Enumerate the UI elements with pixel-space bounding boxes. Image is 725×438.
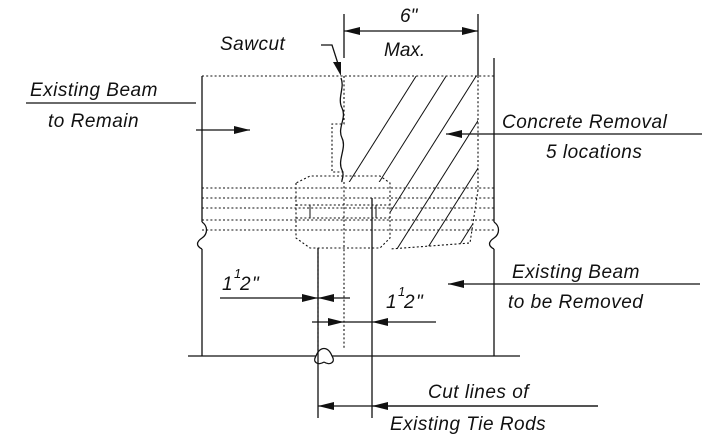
dim-6-value: 6" — [400, 6, 419, 27]
concrete-removal-hatch — [344, 76, 478, 249]
cut-arrow-right — [372, 402, 388, 410]
dim-6-max: Max. — [384, 40, 425, 61]
sawcut-notch — [331, 76, 345, 173]
sawcut-arrow — [333, 62, 341, 76]
removal-arrow — [446, 130, 462, 138]
right-break-symbol — [488, 221, 500, 250]
removal-label-line2: 5 locations — [546, 142, 642, 163]
tie-rod-nut — [295, 175, 391, 249]
dim-right-arrow-2 — [372, 318, 388, 326]
remain-label-line2: to Remain — [48, 111, 139, 132]
dim-left-numerator: 1 — [234, 266, 241, 281]
dim-left-inch: " — [252, 274, 260, 295]
dim-6-arrow-left — [344, 27, 360, 35]
dim-left-arrow-2 — [318, 294, 334, 302]
cut-label-line1: Cut lines of — [428, 382, 530, 403]
removed-label-line1: Existing Beam — [512, 262, 640, 283]
cut-arrow-left — [318, 402, 334, 410]
sawcut-label: Sawcut — [220, 34, 286, 55]
sawcut-line — [339, 77, 345, 183]
removal-label-line1: Concrete Removal — [502, 112, 668, 133]
bottom-break-3 — [323, 355, 334, 365]
dim-left-arrow-1 — [302, 294, 318, 302]
dim-left-whole: 1 — [222, 274, 233, 295]
bottom-break-1 — [315, 347, 333, 357]
remain-arrow — [234, 126, 250, 134]
left-break-symbol — [196, 221, 208, 250]
removed-arrow — [448, 280, 464, 288]
cut-label-line2: Existing Tie Rods — [390, 414, 546, 435]
bottom-break-2 — [314, 355, 325, 365]
dim-6-arrow-right — [462, 27, 478, 35]
dim-left-denominator: 2 — [239, 274, 251, 295]
removal-bottom-boundary — [389, 189, 479, 250]
sawcut-leader — [321, 44, 341, 71]
dim-right-whole: 1 — [386, 292, 397, 313]
dim-right-numerator: 1 — [398, 284, 405, 299]
removed-label-line2: to be Removed — [508, 292, 644, 313]
dim-right-inch: " — [416, 292, 424, 313]
remain-label-line1: Existing Beam — [30, 80, 158, 101]
dim-right-denominator: 2 — [403, 292, 415, 313]
dim-right-arrow-1 — [328, 318, 344, 326]
